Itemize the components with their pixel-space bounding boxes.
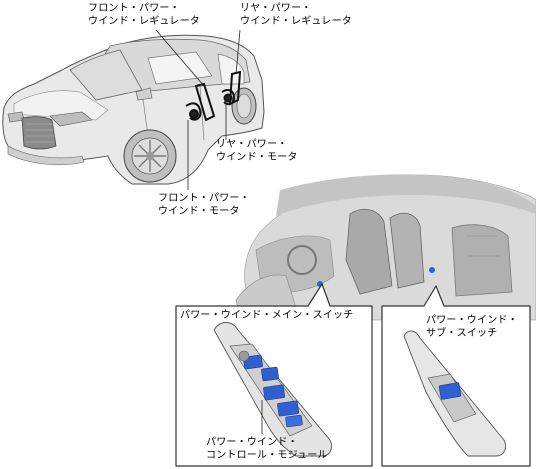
sub-switch-button <box>438 382 462 400</box>
rear-window-regulator <box>221 70 242 106</box>
main-switch-buttons <box>243 354 303 428</box>
label-front-motor: フロント・パワー・ ウインド・モータ <box>158 193 250 217</box>
label-rear-regulator: リヤ・パワー・ ウインド・レギュレータ <box>240 3 352 27</box>
car-exterior <box>2 34 265 185</box>
car-interior <box>235 174 536 321</box>
callout-main-switch <box>175 283 373 467</box>
leader-lines-exterior <box>155 29 241 190</box>
label-rear-motor: リヤ・パワー・ ウインド・モータ <box>216 139 298 163</box>
label-main-switch: パワー・ウインド・メイン・スイッチ <box>180 310 354 321</box>
label-sub-switch: パワー・ウインド・ サブ・スイッチ <box>426 315 518 339</box>
label-control-module: パワー・ウインド・ コントロール・モジュール <box>206 437 328 461</box>
front-window-regulator <box>185 82 216 122</box>
label-front-regulator: フロント・パワー・ ウインド・レギュレータ <box>88 3 200 27</box>
callout-sub-switch <box>381 285 531 467</box>
